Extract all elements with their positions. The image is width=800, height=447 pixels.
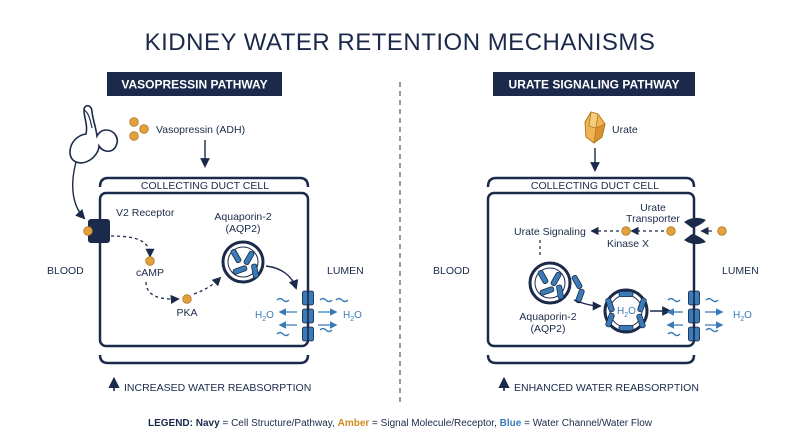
legend-prefix: LEGEND: [148,418,193,429]
cell-label: COLLECTING DUCT CELL [531,180,659,192]
urate-molecule-outside [717,226,727,236]
free-aquaporin [570,274,584,290]
vasopressin-molecule [129,131,139,141]
vesicle-to-vesicle-arrow [573,299,602,311]
h2o-label-vesicle: H2O [617,306,636,319]
legend-blue: Blue [500,418,522,429]
urate-crystal-icon [584,111,606,144]
lumen-label: LUMEN [327,265,364,277]
kinase-label: Kinase X [607,238,649,250]
page-title: KIDNEY WATER RETENTION MECHANISMS [145,29,656,56]
transporter-label-2: Transporter [626,213,680,225]
vasopressin-header: VASOPRESSIN PATHWAY [121,78,267,92]
pituitary-gland-icon [69,104,119,164]
collecting-duct-cell [98,176,310,365]
legend-amber: Amber [338,418,370,429]
right-result: ENHANCED WATER REABSORPTION [514,382,699,394]
transporter-label: Urate [640,202,666,214]
urate-header-banner [493,72,695,96]
blood-label: BLOOD [47,265,84,277]
aquaporin-channels [688,290,700,342]
legend-blue-desc: = Water Channel/Water Flow [521,418,652,429]
pka-label: PKA [176,307,197,319]
aquaporin-channels [301,290,315,342]
vasopressin-panel: VASOPRESSIN PATHWAY Vasopressin (ADH) CO… [47,72,364,394]
h2o-label-lumen: H2O [733,310,752,323]
legend: LEGEND: Navy = Cell Structure/Pathway, A… [148,418,653,429]
aqp2-abbrev-label: (AQP2) [225,223,260,235]
pka-molecule [182,294,192,304]
aqp2-label: Aquaporin-2 [214,211,271,223]
camp-label: cAMP [136,267,164,279]
urate-header: URATE SIGNALING PATHWAY [509,78,680,92]
vasopressin-molecule [139,124,149,134]
vasopressin-header-banner [107,72,282,96]
legend-amber-desc: = Signal Molecule/Receptor, [369,418,499,429]
urate-panel: URATE SIGNALING PATHWAY Urate COLLECTING… [433,72,759,394]
receptor-to-camp-arrow [110,235,155,258]
receptor-label: V2 Receptor [116,207,175,219]
vasopressin-molecule [129,117,139,127]
camp-to-pka-arrow [145,281,180,304]
lumen-label: LUMEN [722,265,759,277]
vasopressin-label: Vasopressin (ADH) [156,124,245,136]
gland-to-receptor-arrow [72,161,86,220]
legend-navy-desc: = Cell Structure/Pathway, [220,418,338,429]
legend-navy: Navy [196,418,220,429]
h2o-label-lumen: H2O [343,310,362,323]
signaling-label: Urate Signaling [514,226,586,238]
v2-receptor [88,219,110,243]
blood-label: BLOOD [433,265,470,277]
collecting-duct-cell [486,176,696,365]
camp-molecule [145,256,155,266]
aqp2-vesicle [221,240,265,284]
urate-molecule-inside [666,226,676,236]
aqp2-vesicle-with-water [603,288,649,334]
urate-label: Urate [612,124,638,136]
aqp2-label: Aquaporin-2 [519,311,576,323]
kinase-x-molecule [621,226,631,236]
aqp2-vesicle [528,261,572,305]
bound-vasopressin [83,226,93,236]
cell-label: COLLECTING DUCT CELL [141,180,269,192]
left-result: INCREASED WATER REABSORPTION [124,382,311,394]
aqp2-abbrev-label: (AQP2) [530,323,565,335]
h2o-label-cell: H2O [255,310,274,323]
pka-to-vesicle-arrow [193,276,222,295]
urate-transporter [684,217,706,245]
vesicle-to-membrane-arrow [265,265,299,290]
